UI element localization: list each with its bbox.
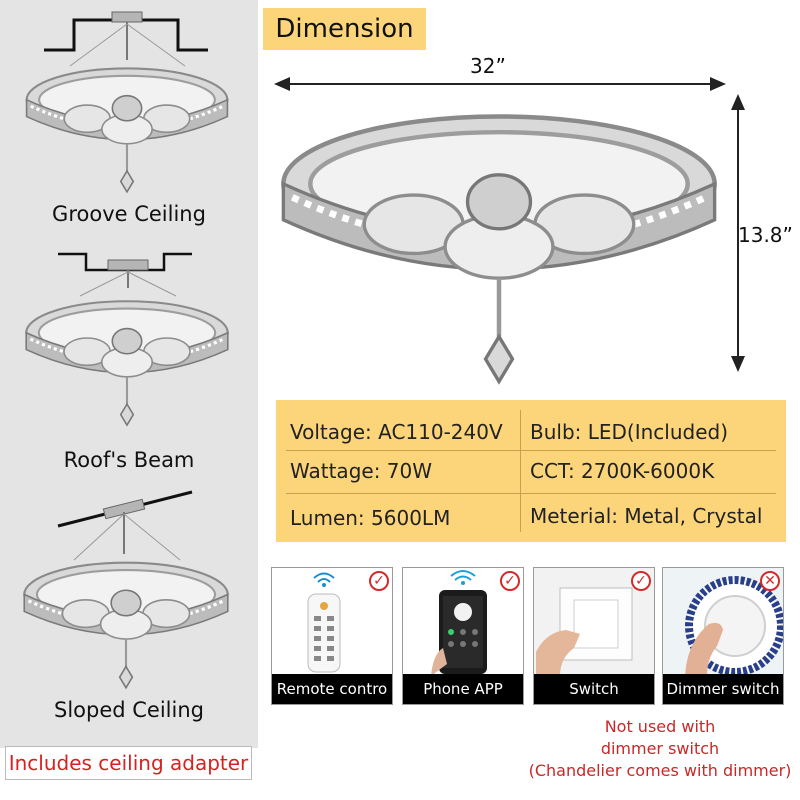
mount-label-sloped: Sloped Ceiling <box>54 698 204 722</box>
mount-label-beam: Roof's Beam <box>63 448 195 472</box>
check-icon: ✓ <box>369 571 389 591</box>
adapter-note: Includes ceiling adapter <box>5 746 252 780</box>
chandelier-image <box>283 116 714 381</box>
control-label-switch: Switch <box>534 674 654 704</box>
spec-material: Meterial: Metal, Crystal <box>530 504 763 528</box>
dimmer-knob-icon <box>663 568 783 676</box>
spec-lumen: Lumen: 5600LM <box>290 506 451 530</box>
control-label-remote: Remote contro <box>272 674 392 704</box>
spec-bulb: Bulb: LED(Included) <box>530 420 729 444</box>
spec-table: Voltage: AC110-240V Bulb: LED(Included) … <box>276 400 786 542</box>
roof-beam-illustration <box>24 252 230 427</box>
remote-control-icon <box>307 572 341 673</box>
dimension-illustration <box>274 77 745 390</box>
spec-divider <box>286 493 776 494</box>
spec-voltage: Voltage: AC110-240V <box>290 420 503 444</box>
control-switch: ✓ Switch <box>533 567 655 705</box>
control-label-phone: Phone APP <box>403 674 523 704</box>
check-icon: ✓ <box>631 571 651 591</box>
sloped-ceiling-illustration <box>22 490 230 690</box>
check-icon: ✓ <box>500 571 520 591</box>
height-dimension-label: 13.8” <box>738 223 793 247</box>
mount-label-groove: Groove Ceiling <box>52 202 206 226</box>
dimension-title: Dimension <box>263 8 426 50</box>
dimmer-note-line1: Not used with <box>604 717 716 736</box>
width-dimension-label: 32” <box>470 54 506 78</box>
spec-wattage: Wattage: 70W <box>290 459 433 483</box>
spec-column-divider <box>520 410 521 532</box>
spec-divider <box>286 450 776 451</box>
spec-cct: CCT: 2700K-6000K <box>530 459 715 483</box>
phone-app-icon <box>431 570 487 676</box>
cross-icon: ✕ <box>760 571 780 591</box>
control-label-dimmer: Dimmer switch <box>663 674 783 704</box>
dimmer-note-line2: dimmer switch <box>600 739 720 758</box>
control-dimmer-switch: ✕ Dimmer switch <box>662 567 784 705</box>
groove-ceiling-illustration <box>24 11 230 194</box>
control-phone-app: ✓ Phone APP <box>402 567 524 705</box>
dimmer-warning-note: Not used with dimmer switch (Chandelier … <box>520 716 800 782</box>
dimmer-note-line3: (Chandelier comes with dimmer) <box>528 761 792 780</box>
control-remote: ✓ Remote contro <box>271 567 393 705</box>
mounting-options-panel: Groove Ceiling Roof's Beam Slo <box>0 0 258 748</box>
